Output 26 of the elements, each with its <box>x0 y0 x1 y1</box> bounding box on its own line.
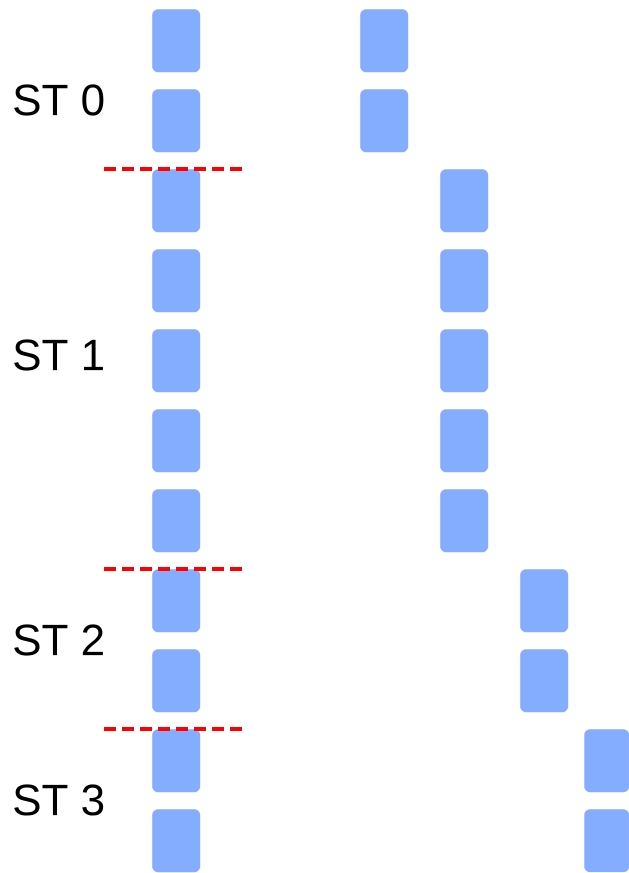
rounded-box <box>152 249 200 312</box>
rounded-box <box>440 169 488 232</box>
rounded-box <box>152 409 200 472</box>
stage-label: ST 3 <box>14 784 104 816</box>
rounded-box <box>520 569 568 632</box>
rounded-box <box>152 169 200 232</box>
rounded-box <box>152 569 200 632</box>
rounded-box <box>152 489 200 552</box>
rounded-box <box>152 809 200 872</box>
rounded-box <box>584 809 629 872</box>
rounded-box <box>440 329 488 392</box>
rounded-box <box>152 729 200 792</box>
rounded-box <box>152 9 200 72</box>
stage-label: ST 0 <box>14 84 104 116</box>
rounded-box <box>152 649 200 712</box>
rounded-box <box>440 409 488 472</box>
rounded-box <box>152 89 200 152</box>
rounded-box <box>360 9 408 72</box>
stage-label: ST 2 <box>14 624 103 656</box>
rounded-box <box>360 89 408 152</box>
stage-label: ST 1 <box>14 339 103 371</box>
rounded-box <box>520 649 568 712</box>
rounded-box <box>440 249 488 312</box>
rounded-box <box>152 329 200 392</box>
rounded-box <box>440 489 488 552</box>
rounded-box <box>584 729 629 792</box>
